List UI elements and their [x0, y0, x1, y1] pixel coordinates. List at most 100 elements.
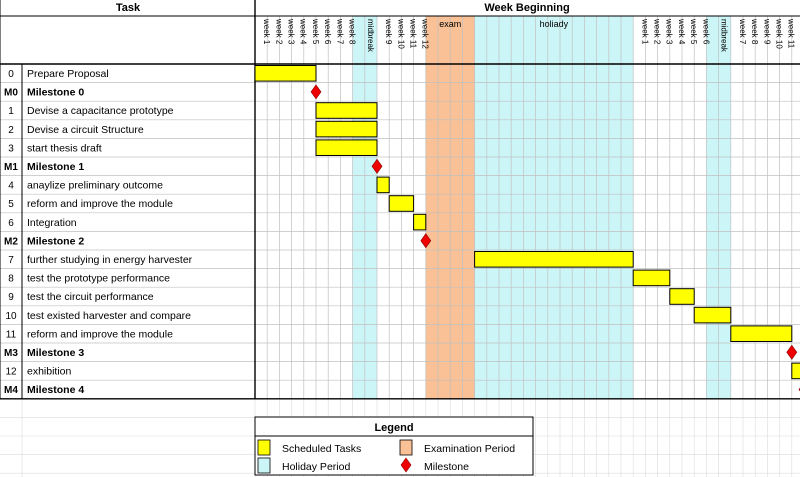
task-name: Devise a circuit Structure — [27, 124, 144, 136]
task-bar — [791, 362, 800, 380]
task-name: Prepare Proposal — [27, 68, 109, 80]
task-id: M1 — [4, 162, 18, 173]
legend-swatch — [257, 457, 271, 474]
task-bar — [669, 288, 695, 305]
task-id: 1 — [8, 106, 14, 117]
task-id: 2 — [8, 125, 14, 136]
column-label: week 9 — [384, 18, 393, 45]
task-id: 9 — [8, 292, 14, 303]
task-id: 8 — [8, 274, 14, 285]
task-bar — [315, 120, 378, 138]
task-name: Milestone 4 — [27, 384, 84, 396]
task-id: 0 — [8, 69, 14, 80]
task-id: 3 — [8, 143, 14, 154]
task-name: anaylize preliminary outcome — [27, 180, 163, 192]
column-label: week 6 — [701, 18, 710, 45]
task-id: 10 — [5, 311, 17, 322]
task-id: M4 — [4, 385, 18, 396]
task-name: test existed harvester and compare — [27, 310, 191, 322]
task-id: 5 — [8, 199, 14, 210]
task-bar — [376, 176, 390, 194]
holiday-band — [474, 16, 634, 399]
task-name: reform and improve the module — [27, 198, 173, 210]
column-label: week 4 — [677, 18, 686, 45]
column-label: week 4 — [299, 18, 308, 45]
task-bar — [315, 139, 378, 156]
header: Task Week Beginning — [116, 2, 570, 14]
column-label: week 9 — [762, 18, 771, 45]
task-id: 6 — [8, 218, 14, 229]
column-label: midbreak — [720, 19, 729, 53]
legend-box — [254, 416, 534, 476]
column-label: week 2 — [274, 18, 283, 45]
column-label: week 11 — [409, 18, 418, 49]
task-bar — [413, 213, 427, 231]
column-label: week 10 — [775, 18, 784, 49]
milestone-marker — [371, 158, 383, 174]
milestone-marker — [420, 233, 432, 249]
task-bar — [474, 251, 634, 268]
milestone-marker — [310, 84, 322, 100]
task-bar — [254, 65, 317, 82]
task-bar — [632, 269, 671, 287]
task-bar — [388, 195, 415, 212]
column-label: week 5 — [689, 18, 698, 45]
column-label: week 5 — [311, 18, 320, 45]
task-bar — [693, 306, 732, 324]
legend-label: Holiday Period — [282, 461, 350, 473]
task-column-header: Task — [116, 2, 141, 14]
legend-label: Milestone — [424, 461, 469, 473]
legend-title: Legend — [374, 422, 413, 434]
task-bar — [730, 325, 793, 342]
column-label: week 12 — [799, 18, 800, 49]
legend-label: Scheduled Tasks — [282, 443, 361, 455]
column-label: week 1 — [640, 18, 649, 45]
task-name: test the prototype performance — [27, 273, 170, 285]
task-name: Milestone 1 — [27, 161, 84, 173]
task-name: further studying in energy harvester — [27, 254, 193, 266]
column-label: week 7 — [738, 18, 747, 45]
column-label: week 3 — [287, 18, 296, 45]
task-id: M2 — [4, 236, 18, 247]
column-label: week 1 — [262, 18, 271, 45]
task-bar — [315, 102, 378, 119]
task-name: Integration — [27, 217, 77, 229]
legend-swatch — [400, 457, 412, 473]
legend-label: Examination Period — [424, 443, 515, 455]
week-beginning-header: Week Beginning — [484, 2, 569, 14]
column-label: week 6 — [323, 18, 332, 45]
column-label: week 2 — [653, 18, 662, 45]
task-id: M3 — [4, 348, 18, 359]
task-name: Devise a capacitance prototype — [27, 105, 174, 117]
task-id: 11 — [6, 329, 17, 340]
column-label: week 7 — [335, 18, 344, 45]
task-id: 12 — [5, 367, 17, 378]
task-name: Milestone 2 — [27, 235, 84, 247]
task-name: exhibition — [27, 366, 72, 378]
task-name: test the circuit performance — [27, 291, 154, 303]
task-name: reform and improve the module — [27, 328, 173, 340]
task-bars — [254, 65, 800, 392]
legend-swatch — [399, 439, 413, 456]
legend-swatch — [257, 439, 271, 456]
column-label: holiady — [540, 19, 569, 29]
task-id: 4 — [8, 181, 14, 192]
milestone-marker — [786, 344, 798, 360]
column-label: week 11 — [787, 18, 796, 49]
task-id: 7 — [8, 255, 14, 266]
column-label: exam — [439, 19, 461, 29]
column-label: week 10 — [396, 18, 405, 49]
column-label: week 3 — [665, 18, 674, 45]
column-label: week 8 — [348, 18, 357, 45]
task-id: M0 — [4, 88, 18, 99]
task-name: start thesis draft — [27, 142, 102, 154]
task-name: Milestone 3 — [27, 347, 84, 359]
task-name: Milestone 0 — [27, 87, 84, 99]
column-label: week 12 — [421, 18, 430, 49]
column-label: midbreak — [366, 19, 375, 53]
